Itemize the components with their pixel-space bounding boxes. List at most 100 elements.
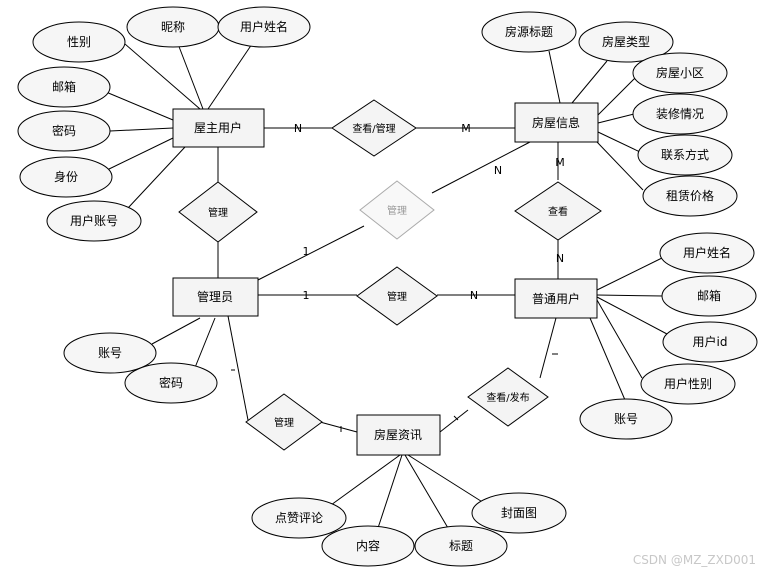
edge-admin-manage-house: [257, 225, 365, 281]
card-owner-side: N: [294, 122, 302, 135]
attr-house-community: 房屋小区: [632, 52, 728, 94]
edge-news-title: [404, 454, 449, 529]
attr-news-content-label: 内容: [356, 538, 380, 553]
connectors: [105, 43, 668, 529]
attr-user-account-label: 账号: [614, 412, 638, 426]
attr-owner-nickname: 昵称: [126, 6, 220, 48]
relationships: 查看/管理 管理 管理 查看 管理 管理 查看/发布: [178, 99, 602, 451]
rel-view-label: 查看: [548, 205, 568, 218]
rel-view-manage-label: 查看/管理: [352, 122, 395, 135]
edge-owner-username: [207, 43, 253, 110]
edge-user-account: [589, 317, 626, 401]
attr-house-price: 租赁价格: [642, 175, 738, 217]
attr-user-id: 用户id: [662, 321, 758, 363]
attr-owner-password-label: 密码: [52, 123, 76, 138]
attr-owner-username-label: 用户姓名: [240, 19, 288, 34]
attr-house-price-label: 租赁价格: [666, 188, 714, 203]
attr-house-community-label: 房屋小区: [656, 65, 704, 80]
edge-admin-account: [151, 317, 201, 345]
attr-house-type-label: 房屋类型: [602, 34, 650, 49]
attr-owner-email-label: 邮箱: [52, 79, 76, 94]
attr-owner-username: 用户姓名: [217, 6, 311, 48]
entities: 屋主用户 房屋信息 管理员 普通用户 房屋资讯: [172, 102, 599, 456]
edge-owner-password: [109, 127, 174, 132]
edge-news-cover: [407, 454, 485, 504]
attr-user-username-label: 用户姓名: [683, 245, 731, 260]
rel-manage-user-label: 管理: [387, 290, 407, 303]
edge-user-id: [596, 296, 668, 335]
edge-user-username: [596, 256, 665, 291]
attr-house-type: 房屋类型: [578, 21, 674, 63]
edge-house-type: [571, 60, 608, 104]
entity-news-label: 房屋资讯: [374, 427, 422, 442]
attr-house-decoration-label: 装修情况: [656, 106, 704, 121]
attr-user-id-label: 用户id: [693, 334, 728, 349]
edge-house-contact: [597, 131, 641, 153]
edge-admin-password: [191, 317, 216, 376]
edge-house-title: [548, 50, 561, 104]
entity-admin: 管理员: [172, 277, 259, 317]
edge-owner-nickname: [177, 43, 204, 110]
card-house-view: M: [555, 156, 565, 169]
edge-house-community: [597, 76, 637, 116]
edge-house-price: [596, 141, 644, 191]
card-admin-house-admin: 1: [303, 245, 310, 258]
attr-user-username: 用户姓名: [659, 232, 755, 274]
entity-owner: 屋主用户: [172, 108, 265, 148]
rel-view: 查看: [514, 181, 602, 241]
card-admin-house-house: N: [494, 164, 502, 177]
cardinalities: N M 1 N M N 1 N: [294, 122, 565, 302]
entity-admin-label: 管理员: [197, 289, 233, 304]
rel-manage-owner-label: 管理: [208, 206, 228, 219]
entity-user-label: 普通用户: [532, 291, 580, 306]
edge-manage-news: [319, 421, 358, 433]
edge-manage-house: [431, 141, 531, 194]
attr-owner-gender-label: 性别: [67, 35, 91, 49]
attr-news-likes-label: 点赞评论: [275, 511, 323, 525]
attr-admin-password: 密码: [124, 362, 218, 404]
attr-user-gender-label: 用户性别: [664, 376, 712, 391]
rel-view-publish-label: 查看/发布: [486, 391, 529, 404]
entity-owner-label: 屋主用户: [194, 120, 242, 135]
rel-manage-owner: 管理: [178, 181, 258, 243]
attr-house-decoration: 装修情况: [632, 93, 728, 135]
entity-user: 普通用户: [514, 278, 598, 319]
edge-user-gender: [596, 299, 643, 379]
edge-user-email: [596, 294, 664, 297]
tick-marks: [231, 353, 558, 432]
attr-news-title-label: 标题: [449, 539, 473, 553]
watermark: CSDN @MZ_ZXD001: [633, 553, 756, 567]
attr-owner-account: 用户账号: [46, 200, 142, 242]
attr-news-cover-label: 封面图: [501, 506, 537, 520]
tick-news-user-1: [453, 415, 459, 421]
attr-user-email: 邮箱: [661, 275, 757, 317]
card-user-view: N: [556, 252, 564, 265]
attr-owner-identity-label: 身份: [54, 169, 78, 184]
attr-owner-account-label: 用户账号: [70, 213, 118, 228]
attr-news-content: 内容: [321, 525, 415, 567]
edge-admin-manage-news: [227, 315, 249, 421]
edge-news-content: [377, 454, 403, 529]
attr-admin-account-label: 账号: [98, 346, 122, 360]
entity-news: 房屋资讯: [356, 414, 441, 456]
attr-user-gender: 用户性别: [640, 363, 736, 405]
edge-news-likes: [330, 454, 401, 506]
rel-manage-house: 管理: [359, 180, 435, 240]
edge-owner-email: [105, 91, 174, 121]
attr-house-title: 房源标题: [481, 11, 577, 53]
rel-manage-news: 管理: [245, 393, 323, 451]
rel-view-manage: 查看/管理: [331, 99, 417, 157]
attr-user-email-label: 邮箱: [697, 288, 721, 303]
attr-user-account: 账号: [579, 398, 673, 440]
edge-owner-identity: [106, 137, 174, 171]
attr-owner-password: 密码: [17, 110, 111, 152]
edge-owner-gender: [124, 43, 201, 110]
card-admin-user-admin: 1: [303, 289, 310, 302]
attr-admin-account: 账号: [63, 332, 157, 374]
attr-house-contact: 联系方式: [637, 134, 733, 176]
attr-owner-identity: 身份: [19, 156, 113, 198]
attr-house-title-label: 房源标题: [505, 24, 553, 39]
edge-house-decoration: [597, 113, 635, 124]
edge-news-viewpublish: [439, 409, 469, 433]
